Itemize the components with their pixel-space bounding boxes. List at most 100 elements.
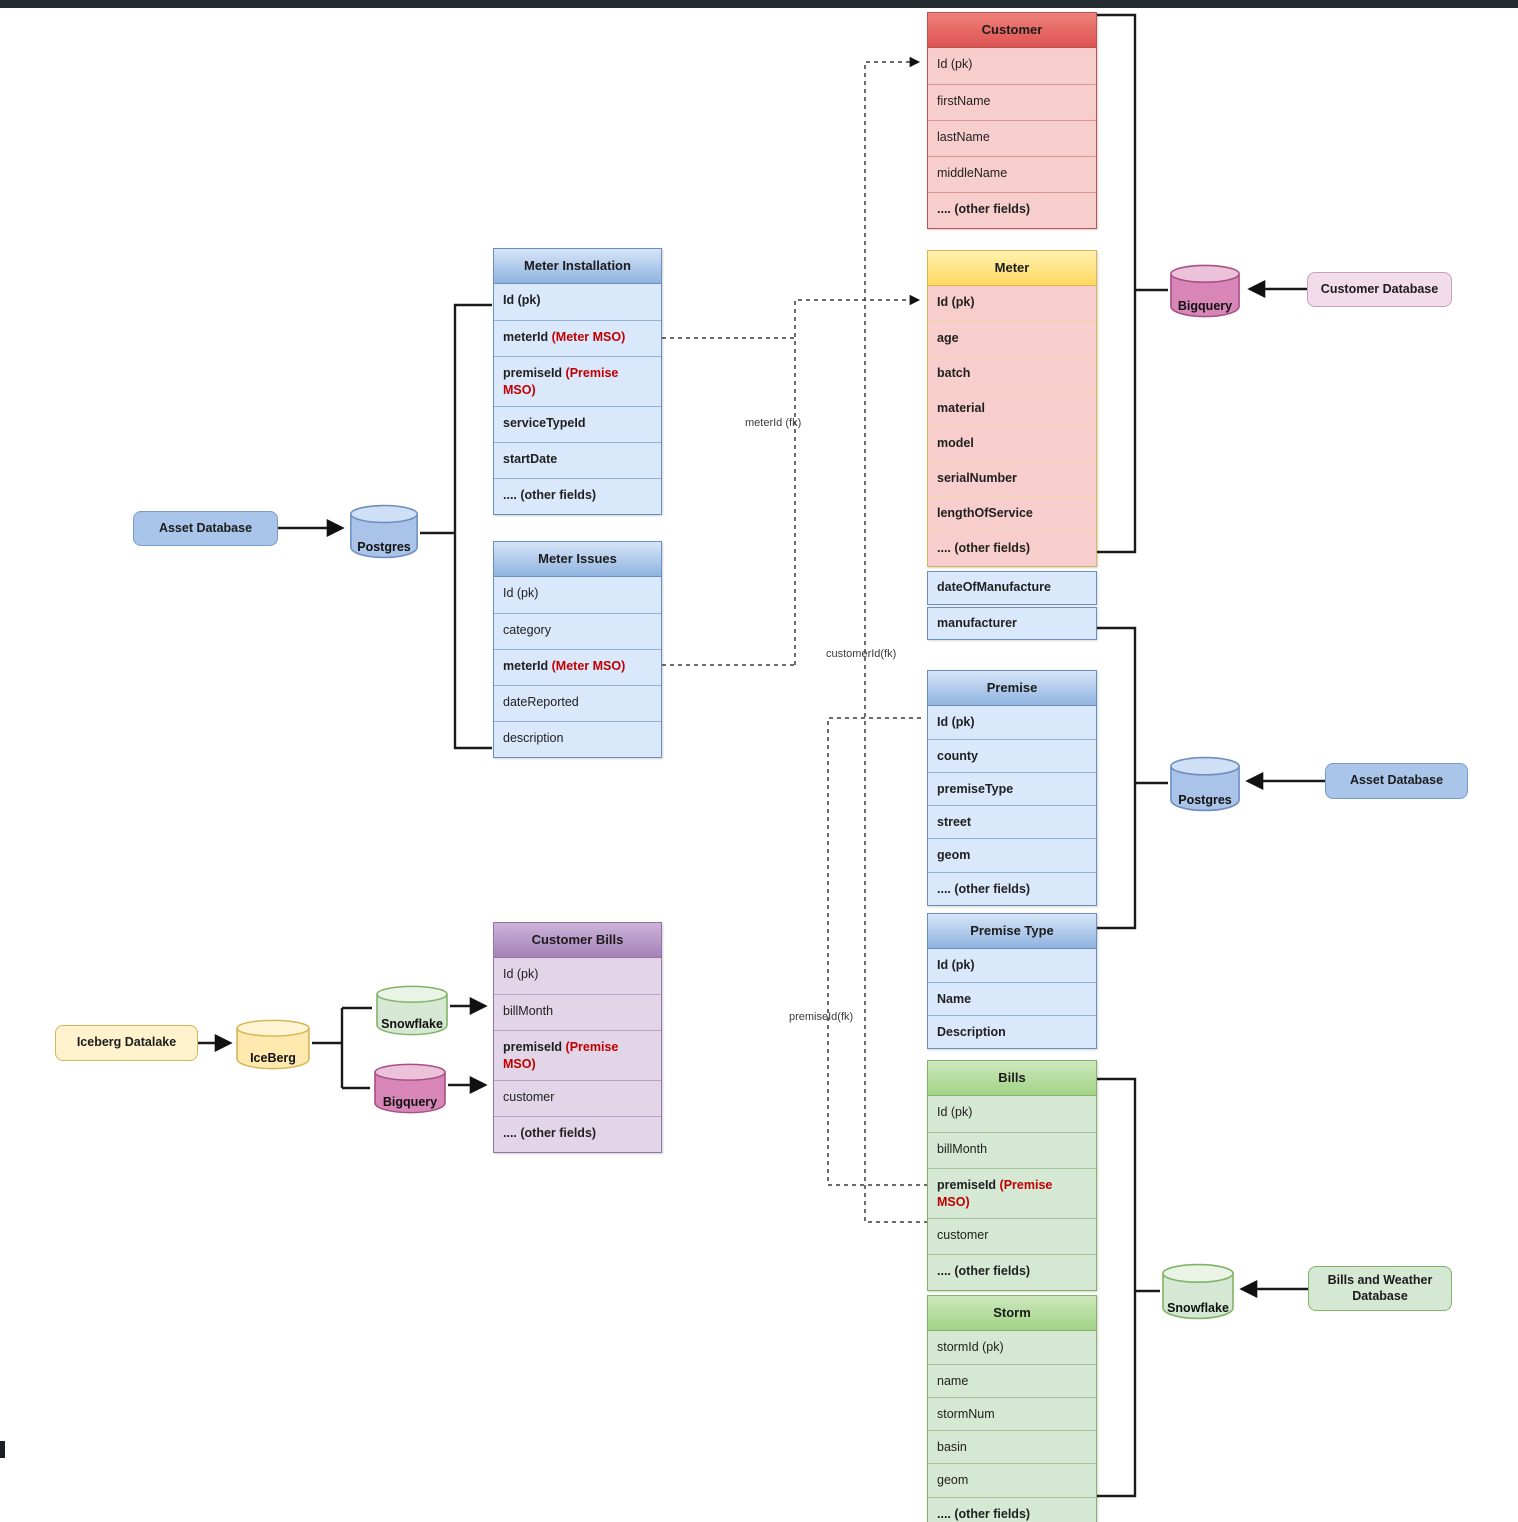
table-title: Premise Type	[928, 914, 1096, 950]
table-row: meterId (Meter MSO)	[494, 649, 661, 685]
meter-extra-cell-dateofmanufacture[interactable]: dateOfManufacture	[927, 571, 1097, 605]
table-row: .... (other fields)	[928, 871, 1096, 905]
cylinder-label: Snowflake	[381, 1017, 443, 1031]
table-row: .... (other fields)	[494, 1115, 661, 1152]
table-title: Bills	[928, 1061, 1096, 1097]
table-row: geom	[928, 838, 1096, 871]
table-title: Meter Installation	[494, 249, 661, 285]
table-title: Customer	[928, 13, 1096, 49]
table-row: middleName	[928, 156, 1096, 192]
table-row: premiseId (Premise MSO)	[928, 1168, 1096, 1218]
table-row: .... (other fields)	[928, 1496, 1096, 1522]
table-row: .... (other fields)	[928, 1253, 1096, 1290]
postgres-cylinder-right[interactable]: Postgres	[1168, 755, 1242, 812]
table-row: serviceTypeId	[494, 405, 661, 442]
table-row: meterId (Meter MSO)	[494, 320, 661, 356]
bracket-postgres-left	[453, 303, 492, 750]
table-title: Customer Bills	[494, 923, 661, 959]
cylinder-label: IceBerg	[250, 1051, 296, 1065]
branch-iceberg	[312, 1006, 372, 1090]
table-row: model	[928, 426, 1096, 461]
table-title: Premise	[928, 671, 1096, 707]
table-row: premiseId (Premise MSO)	[494, 356, 661, 406]
edge-artifact	[0, 1441, 5, 1458]
table-row: Id (pk)	[503, 293, 541, 308]
table-row: dateReported	[494, 685, 661, 721]
edge-label-premiseid-fk: premiseId(fk)	[789, 1011, 854, 1023]
database-cylinder-icon	[1170, 264, 1240, 318]
cylinder-label: Bigquery	[382, 1095, 438, 1109]
bracket-postgres-right	[1097, 626, 1168, 930]
table-row: customer	[928, 1217, 1096, 1254]
snowflake-cylinder-left[interactable]: Snowflake	[374, 984, 450, 1036]
bigquery-cylinder-left[interactable]: Bigquery	[372, 1062, 448, 1114]
table-row: Name	[928, 981, 1096, 1015]
mso-annotation: (Meter MSO)	[548, 330, 626, 345]
table-row: billMonth	[494, 994, 661, 1030]
asset-database-box-left[interactable]: Asset Database	[133, 511, 278, 546]
letterbox-bar	[0, 0, 1518, 8]
database-cylinder-icon	[1162, 1263, 1234, 1320]
table-row: serialNumber	[928, 461, 1096, 496]
meter-installation-table[interactable]: Meter Installation Id (pk) meterId (Meter …	[493, 248, 662, 515]
table-row: geom	[928, 1463, 1096, 1496]
bracket-snowflake-right	[1097, 1077, 1160, 1498]
table-row: lastName	[928, 120, 1096, 156]
table-row: Id (pk)	[937, 715, 975, 730]
table-row: lengthOfService	[928, 496, 1096, 531]
table-row: premiseId (Premise MSO)	[494, 1030, 661, 1080]
edge-label-customerid-fk: customerId(fk)	[826, 648, 897, 660]
postgres-cylinder-left[interactable]: Postgres	[348, 503, 420, 559]
mso-annotation: (Premise MSO)	[503, 366, 619, 397]
table-row: premiseType	[928, 771, 1096, 805]
customer-database-box[interactable]: Customer Database	[1307, 272, 1452, 307]
table-row: startDate	[494, 441, 661, 478]
mso-annotation: (Premise MSO)	[503, 1040, 619, 1071]
table-row: Id (pk)	[937, 958, 975, 973]
bills-weather-database-box[interactable]: Bills and Weather Database	[1308, 1266, 1452, 1311]
table-row: batch	[928, 356, 1096, 391]
table-row: basin	[928, 1430, 1096, 1463]
database-cylinder-icon	[350, 504, 418, 559]
table-row: .... (other fields)	[928, 531, 1096, 566]
table-row: street	[928, 805, 1096, 838]
table-row: description	[494, 721, 661, 757]
iceberg-datalake-box[interactable]: Iceberg Datalake	[55, 1025, 198, 1061]
table-row: .... (other fields)	[494, 477, 661, 514]
table-row: billMonth	[928, 1132, 1096, 1168]
table-row: customer	[494, 1079, 661, 1116]
table-row: Id (pk)	[937, 1105, 973, 1120]
fk-billscustomer-to-customer	[864, 56, 928, 1223]
table-row: Id (pk)	[503, 586, 539, 601]
table-title: Storm	[928, 1296, 1096, 1332]
database-cylinder-icon	[374, 1063, 446, 1114]
meter-extra-cell-manufacturer[interactable]: manufacturer	[927, 607, 1097, 640]
fk-meterid-to-meter	[794, 294, 921, 665]
table-row: age	[928, 321, 1096, 356]
cylinder-label: Postgres	[1178, 793, 1232, 807]
bigquery-cylinder-right[interactable]: Bigquery	[1168, 263, 1242, 318]
table-row: Id (pk)	[937, 295, 975, 310]
table-title: Meter Issues	[494, 542, 661, 578]
iceberg-cylinder[interactable]: IceBerg	[234, 1018, 312, 1070]
asset-database-box-right[interactable]: Asset Database	[1325, 763, 1468, 799]
table-row: .... (other fields)	[928, 192, 1096, 228]
table-row: Id (pk)	[937, 57, 973, 72]
cylinder-label: Snowflake	[1167, 1301, 1229, 1315]
table-row: stormNum	[928, 1396, 1096, 1430]
snowflake-cylinder-right[interactable]: Snowflake	[1160, 1262, 1236, 1320]
table-row: material	[928, 391, 1096, 426]
table-title: Meter	[928, 251, 1096, 287]
table-row: county	[928, 738, 1096, 772]
cylinder-label: Postgres	[357, 540, 411, 554]
